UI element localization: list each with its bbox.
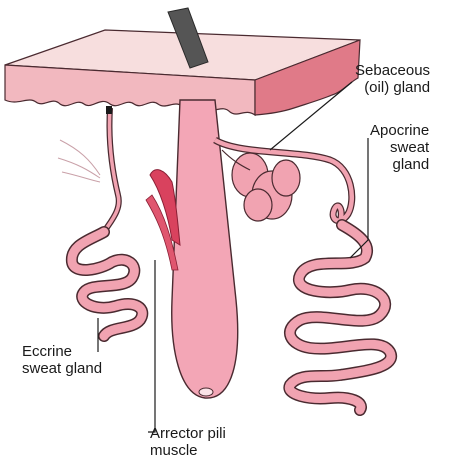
nerve-fibers [58, 140, 100, 182]
label-apocrine-gland: Apocrine sweat gland [370, 122, 429, 173]
label-sebaceous-line-2: (oil) gland [355, 79, 430, 96]
arrector-leader [148, 260, 155, 432]
hair-bulb [199, 388, 213, 396]
eccrine-pore [106, 106, 112, 114]
apocrine-coil [289, 225, 391, 410]
label-arrector-line-2: muscle [150, 442, 226, 459]
label-eccrine-gland: Eccrine sweat gland [22, 343, 102, 377]
label-sebaceous-line-1: Sebaceous [355, 62, 430, 79]
label-sebaceous-gland: Sebaceous (oil) gland [355, 62, 430, 96]
label-eccrine-line-1: Eccrine [22, 343, 102, 360]
sebaceous-gland [222, 150, 300, 221]
eccrine-coil [72, 232, 142, 336]
label-apocrine-line-3: gland [370, 156, 429, 173]
label-arrector-line-1: Arrector pili [150, 425, 226, 442]
label-apocrine-line-2: sweat [370, 139, 429, 156]
label-apocrine-line-1: Apocrine [370, 122, 429, 139]
label-eccrine-line-2: sweat gland [22, 360, 102, 377]
label-arrector-pili: Arrector pili muscle [150, 425, 226, 459]
